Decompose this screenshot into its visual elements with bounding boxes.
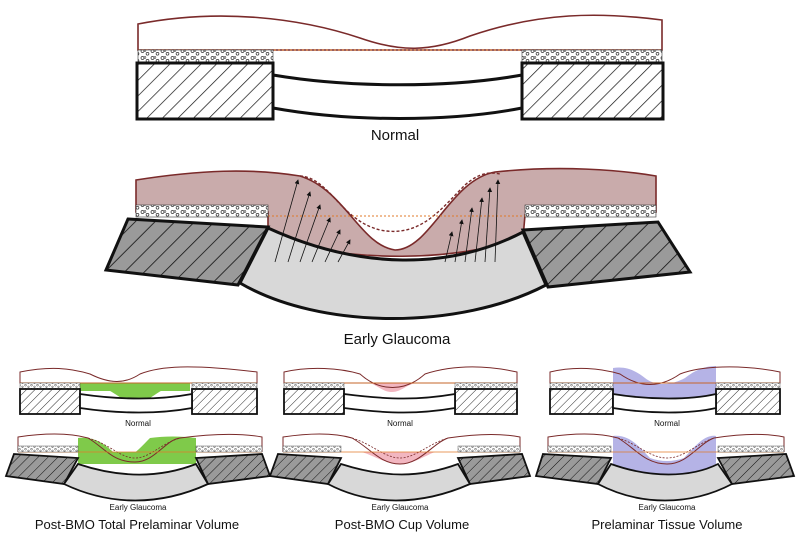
panel2-early-surface [282,433,521,465]
panel1-early: Early Glaucoma [4,433,272,512]
normal-tissue-surface [137,14,663,51]
early-sclera-right [520,220,693,289]
panel3-early: Early Glaucoma [534,433,796,512]
panel3-early-label: Early Glaucoma [639,503,696,512]
normal-choroid-left [137,49,274,64]
displacement-arrows [274,179,501,263]
normal-choroid-right [521,49,663,64]
panel2-early-label: Early Glaucoma [372,503,429,512]
early-glaucoma-schematic: Early Glaucoma [103,167,693,348]
normal-sclera-right [520,61,665,121]
early-previous-surface-dashed [299,172,501,233]
normal-schematic: Normal [135,14,665,144]
early-glaucoma-label: Early Glaucoma [344,331,451,348]
early-prelaminar-tissue [135,167,657,258]
panel2-normal-surface [283,366,518,388]
early-choroid-left [135,204,269,218]
panel3-normal: Normal [549,366,781,428]
panel2-normal: Normal [283,366,518,428]
panel-post-bmo-total-prelaminar-volume: Normal Early Glaucoma Post-BMO Total Pre… [4,366,272,532]
normal-label: Normal [371,127,419,144]
panel1-normal-label: Normal [125,419,151,428]
panel1-normal-surface [19,366,258,384]
early-sclera-left [103,217,271,287]
normal-sclera-left [135,61,275,121]
panel3-normal-label: Normal [654,419,680,428]
panel1-normal: Normal [19,366,258,428]
early-lamina-cribrosa [238,226,548,320]
panel3-normal-surface [549,366,781,385]
panel-post-bmo-cup-volume: Normal Early Glaucoma Post-BMO Cup Volum… [268,366,532,532]
panel1-early-label: Early Glaucoma [110,503,167,512]
panel1-title: Post-BMO Total Prelaminar Volume [35,517,239,532]
panel3-early-surface [547,433,785,465]
panel3-title: Prelaminar Tissue Volume [591,517,742,532]
panel1-early-surface [17,433,263,463]
panel-prelaminar-tissue-volume: Normal Early Glaucoma Prelaminar Tissue … [534,366,796,532]
panel2-early: Early Glaucoma [268,433,532,512]
normal-lamina-cribrosa [271,73,524,120]
panel2-title: Post-BMO Cup Volume [335,517,469,532]
early-choroid-right [524,204,657,218]
panel2-normal-label: Normal [387,419,413,428]
